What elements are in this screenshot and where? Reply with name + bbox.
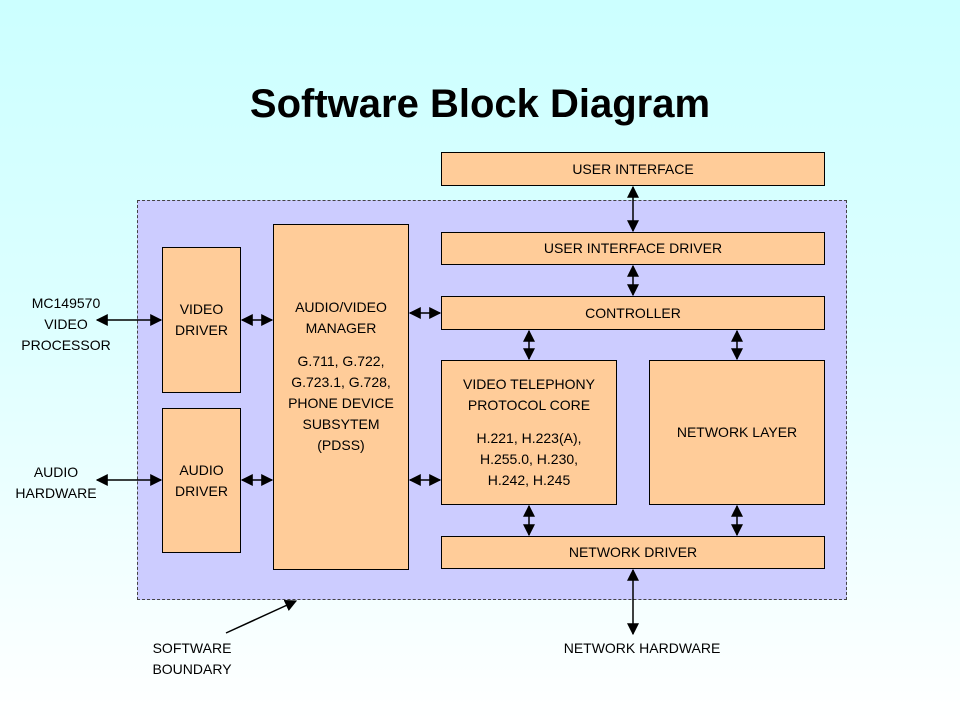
user-interface-label: USER INTERFACE — [572, 160, 694, 177]
audio-hardware-label: AUDIO HARDWARE — [15, 464, 97, 501]
network-driver-label: NETWORK DRIVER — [568, 544, 698, 560]
video-telephony-protocol-core-block: VIDEO TELEPHONY PROTOCOL CORE H.221, H.2… — [441, 360, 617, 505]
video-processor-label: MC149570 VIDEO PROCESSOR — [21, 295, 111, 353]
network-hardware-label: NETWORK HARDWARE — [563, 640, 721, 656]
user-interface-block: USER INTERFACE — [441, 152, 825, 186]
user-interface-driver-block: USER INTERFACE DRIVER — [441, 232, 825, 265]
video-driver-block: VIDEO DRIVER — [162, 247, 241, 393]
audio-video-manager-detail: G.711, G.722, G.723.1, G.728, PHONE DEVI… — [288, 353, 394, 453]
controller-block: CONTROLLER — [441, 296, 825, 330]
audio-driver-label: AUDIO DRIVER — [175, 461, 228, 499]
video-telephony-core-detail: H.221, H.223(A), H.255.0, H.230, H.242, … — [476, 430, 582, 488]
page-title: Software Block Diagram — [249, 82, 711, 126]
audio-video-manager-title: AUDIO/VIDEO MANAGER — [295, 299, 387, 336]
network-layer-block: NETWORK LAYER — [649, 360, 825, 505]
network-layer-label: NETWORK LAYER — [676, 424, 798, 440]
arrow-boundary-pointer — [225, 600, 298, 634]
controller-label: CONTROLLER — [585, 304, 681, 321]
audio-video-manager-block: AUDIO/VIDEO MANAGER G.711, G.722, G.723.… — [273, 224, 409, 570]
network-driver-block: NETWORK DRIVER — [441, 536, 825, 569]
software-boundary-label: SOFTWARE BOUNDARY — [152, 640, 232, 677]
audio-driver-block: AUDIO DRIVER — [162, 408, 241, 553]
video-driver-label: VIDEO DRIVER — [175, 301, 228, 338]
user-interface-driver-label: USER INTERFACE DRIVER — [543, 240, 723, 256]
video-telephony-core-title: VIDEO TELEPHONY PROTOCOL CORE — [462, 376, 595, 413]
